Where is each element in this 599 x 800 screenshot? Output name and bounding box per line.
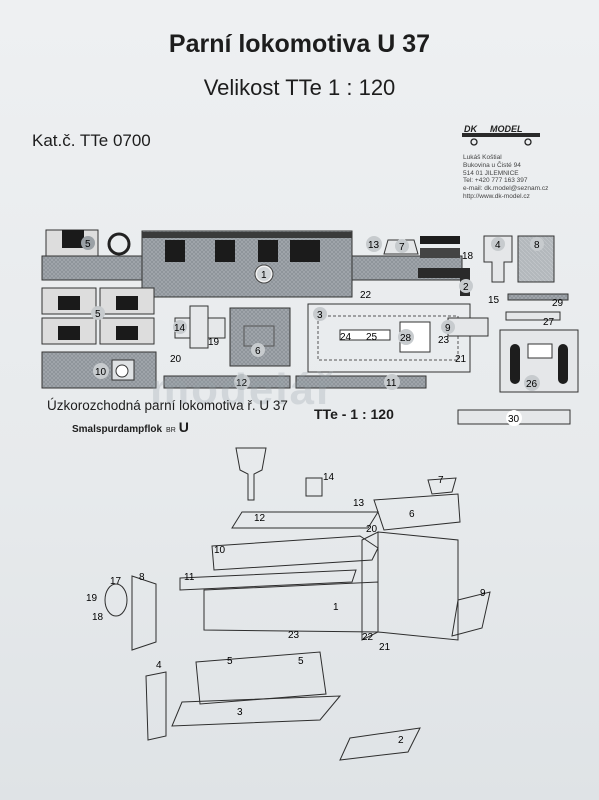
part-label: 12 [236,378,248,389]
address-line: http://www.dk-model.cz [463,192,530,200]
part-label: 23 [438,335,450,346]
assembly-label: 3 [237,707,243,718]
model-title: Úzkorozchodná parní lokomotiva ř. U 37 [47,398,288,413]
maker-address: Lukáš Koštial Bukovina u Čisté 94 514 01… [463,154,548,201]
part-label: 29 [552,298,564,309]
catalog-number: Kat.č. TTe 0700 [32,131,151,150]
assembly-label: 8 [139,572,145,583]
assembly-label: 5 [298,656,304,667]
assembly-label: 6 [409,509,415,520]
address-line: Lukáš Koštial [463,154,502,161]
part-label: 5 [85,239,91,250]
part-label: 19 [208,337,220,348]
part-label: 1 [261,270,267,281]
sheet-scale-label: TTe - 1 : 120 [314,406,394,422]
part-14 [174,305,226,349]
part-label: 6 [255,346,261,357]
assembly-label: 2 [398,735,404,746]
dk-model-logo: DK MODEL [462,124,540,146]
part-label: 22 [360,290,372,301]
address-line: e-mail: dk.model@seznam.cz [463,185,549,193]
assembly-label: 10 [214,545,226,556]
part-29 [507,293,569,301]
assembly-label: 18 [92,612,104,623]
part-1-body [41,230,463,298]
logo-left-text: DK [464,124,478,134]
assembly-label: 1 [333,602,339,613]
part-2 [418,268,470,296]
logo-right-text: MODEL [490,124,523,134]
part-26 [499,329,579,393]
assembly-label: 17 [110,576,122,587]
part-12 [163,375,291,389]
part-label: 20 [170,354,182,365]
watermark: modelář [150,365,336,414]
assembly-label: 7 [438,475,444,486]
part-label: 27 [543,317,555,328]
part-label: 30 [508,414,520,425]
assembly-diagram [104,447,491,761]
assembly-labels: 1 2 3 4 5 5 6 7 8 9 10 11 12 13 14 17 18… [86,472,486,746]
address-line: Bukovina u Čisté 94 [463,161,521,169]
model-subtitle-text: Smalspurdampflok [72,424,163,435]
part-label: 5 [95,309,101,320]
part-label: 15 [488,295,500,306]
page-title: Parní lokomotiva U 37 [168,30,431,58]
assembly-label: 20 [366,524,378,535]
part-label: 10 [95,367,107,378]
assembly-label: 23 [288,630,300,641]
part-labels: 5 1 5 10 12 11 6 14 3 28 13 7 2 4 8 9 26… [81,236,564,426]
part-5-cab-sides [41,287,155,345]
part-label: 4 [495,240,501,251]
part-6 [229,307,291,367]
assembly-label: 9 [480,588,486,599]
part-label: 3 [317,310,323,321]
part-label: 18 [462,251,474,262]
part-label: 8 [534,240,540,251]
part-label: 24 [340,332,352,343]
part-label: 2 [463,282,469,293]
part-label: 14 [174,323,186,334]
part-label: 9 [445,323,451,334]
model-subtitle-br: BR [166,427,176,434]
part-label: 26 [526,379,538,390]
assembly-label: 22 [362,632,374,643]
assembly-label: 11 [184,572,195,583]
part-27 [505,311,561,321]
part-label: 21 [455,354,467,365]
part-4 [483,235,513,283]
part-16 [420,236,460,244]
assembly-label: 4 [156,660,162,671]
assembly-label: 14 [323,472,335,483]
assembly-label: 19 [86,593,98,604]
model-subtitle-u: U [178,419,189,435]
part-label: 7 [399,242,405,253]
part-label: 28 [400,333,412,344]
assembly-label: 13 [353,498,365,509]
assembly-label: 5 [227,656,233,667]
part-10 [41,351,157,389]
part-label: 13 [368,240,380,251]
scale-subtitle: Velikost TTe 1 : 120 [203,75,396,100]
address-line: 514 01 JILEMNICE [463,169,519,177]
part-18 [420,248,460,258]
assembly-label: 12 [254,513,266,524]
address-line: Tel: +420 777 163 397 [463,177,528,185]
part-label: 11 [386,378,397,389]
assembly-label: 21 [379,642,391,653]
part-label: 25 [366,332,378,343]
part-8 [517,235,555,283]
